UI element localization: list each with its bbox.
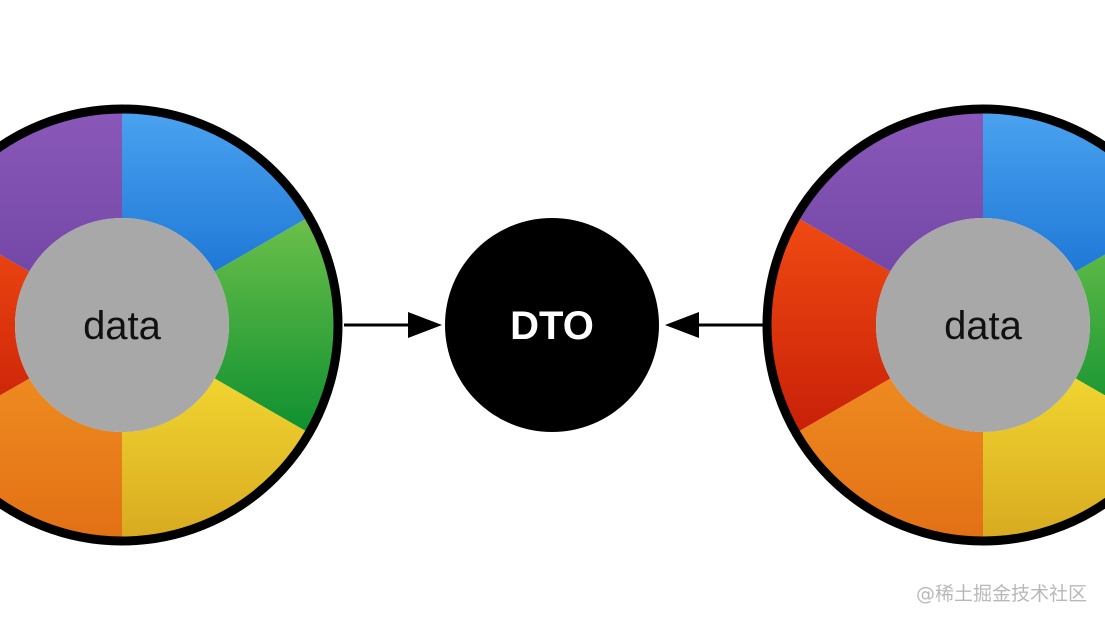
right-data-hub [876,218,1090,432]
right-arrow-head-icon [665,312,699,338]
right-data-label: data [944,304,1023,348]
right-segment-green [1075,254,1105,396]
left-segment-yellow [122,378,310,541]
watermark: @稀土掘金技术社区 [915,583,1087,605]
dto-label: DTO [510,304,594,348]
right-segment-blue [983,109,1105,272]
left-data-hub [15,218,229,432]
left-segment-purple [0,109,122,272]
right-data-wheel [762,104,1105,546]
right-segment-purple [795,109,983,272]
left-segment-blue [122,109,310,272]
left-segment-orange [0,378,122,541]
left-arrow-head-icon [408,312,442,338]
left-wheel-border [0,104,343,546]
right-segment-yellow [983,378,1105,541]
left-segment-green [214,217,338,433]
left-data-label: data [83,304,162,348]
left-segment-red [0,254,30,396]
left-data-wheel [0,104,343,546]
right-wheel-border [762,104,1105,546]
right-segment-orange [795,378,983,541]
right-segment-red [767,217,891,433]
dto-node [445,218,659,432]
